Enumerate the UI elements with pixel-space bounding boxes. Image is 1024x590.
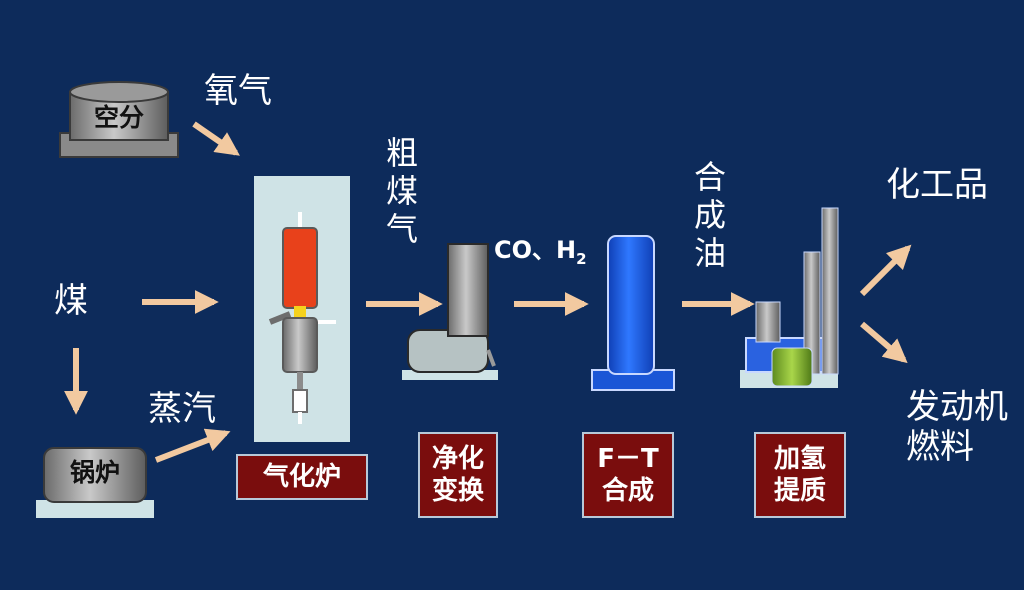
ft-synthesis-reactor — [591, 235, 675, 391]
ft-name-box: F－T 合成 — [582, 432, 674, 518]
purification-name: 净化变换 — [431, 444, 484, 506]
purification-unit — [402, 243, 498, 380]
hydro-name-line2: 提质 — [773, 476, 826, 506]
raw-gas-label: 粗煤气 — [385, 134, 418, 248]
ft-name-line2: 合成 — [601, 476, 654, 506]
oxygen-label: 氧气 — [204, 71, 272, 111]
coal-label: 煤 — [54, 281, 88, 321]
hydro-upgrading-unit — [740, 207, 839, 388]
chemicals-label: 化工品 — [886, 165, 988, 205]
syngas-label: CO、H2 — [494, 236, 587, 273]
syngas-h2-subscript: 2 — [576, 249, 587, 268]
air-separation-label: 空分 — [93, 103, 144, 132]
boiler-unit — [36, 447, 154, 518]
syngas-co-text: CO、H — [494, 236, 577, 264]
arrow-to-engine-fuel — [860, 321, 908, 364]
arrow-to-chemicals — [859, 244, 912, 297]
synthetic-oil-label: 合成油 — [693, 158, 726, 272]
arrow-oxygen-to-gasifier — [192, 121, 240, 156]
arrow-steam-to-gasifier — [154, 428, 231, 463]
purification-name-box: 净化变换 — [418, 432, 498, 518]
boiler-label: 锅炉 — [69, 458, 120, 487]
gasifier-name-box: 气化炉 — [236, 454, 368, 500]
hydro-name-box: 加氢 提质 — [754, 432, 846, 518]
engine-fuel-label-line2: 燃料 — [906, 427, 974, 467]
steam-label: 蒸汽 — [148, 389, 216, 429]
hydro-name-line1: 加氢 — [773, 444, 826, 474]
gasifier-name: 气化炉 — [262, 462, 341, 492]
air-separation-unit — [59, 81, 179, 158]
gasifier-reactor — [254, 176, 350, 442]
engine-fuel-label-line1: 发动机 — [906, 387, 1008, 427]
ft-name-line1: F－T — [597, 444, 659, 474]
